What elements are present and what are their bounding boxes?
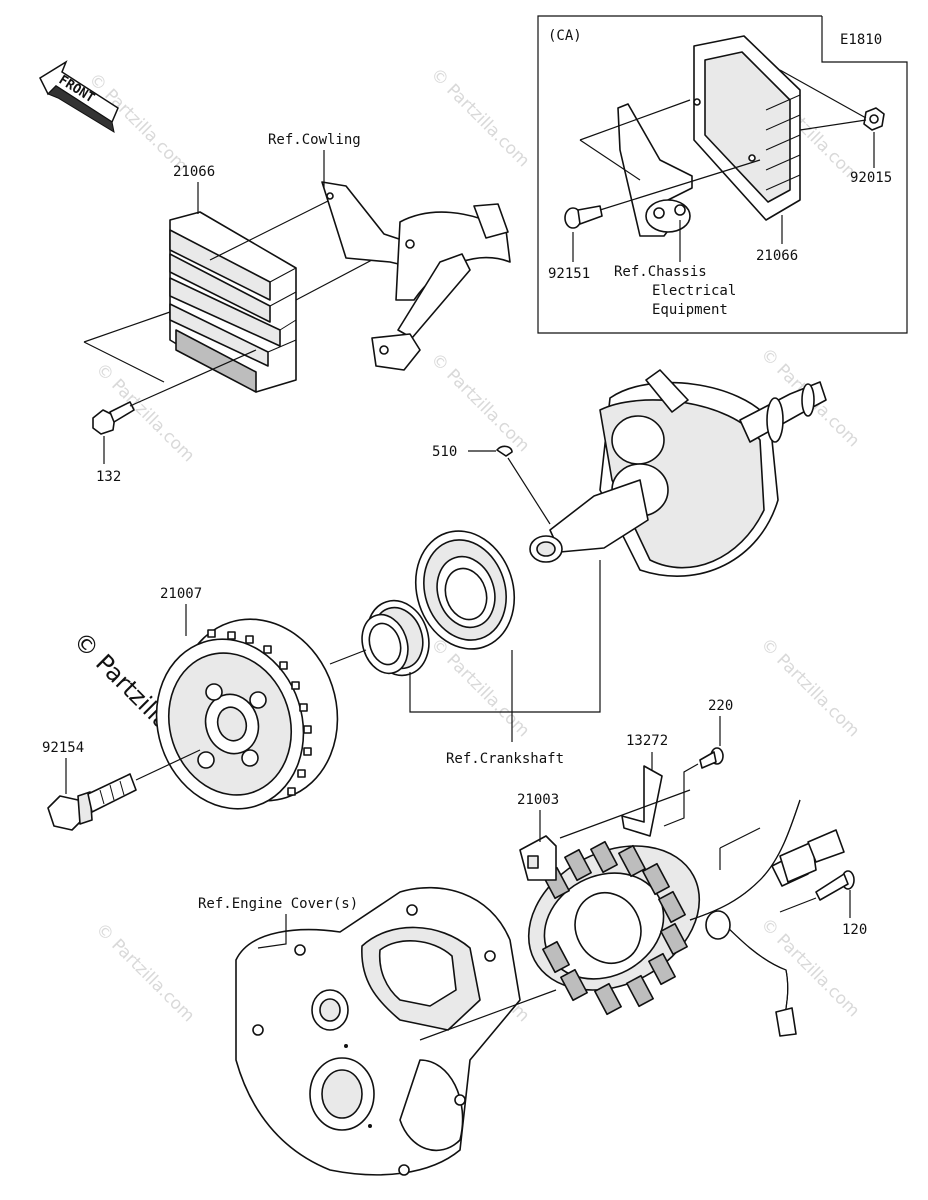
inset-bracket — [617, 103, 693, 237]
inset-label: (CA) — [548, 28, 582, 44]
callout-ref-chassis-line3: Equipment — [652, 302, 728, 318]
callout-ref-engine-cover: Ref.Engine Cover(s) — [198, 896, 358, 912]
inset-ca-box: (CA) E1810 — [537, 15, 908, 334]
engine-cover — [235, 886, 521, 1176]
wire-harness — [689, 799, 845, 1037]
flywheel-rotor-21007 — [155, 618, 339, 810]
inset-regulator — [693, 35, 801, 221]
callout-inset-92015: 92015 — [850, 170, 892, 186]
watermark: © Partzilla.com — [91, 919, 198, 1026]
cowling-bracket — [321, 181, 511, 371]
callout-ref-cowling: Ref.Cowling — [268, 132, 361, 148]
callout-13272: 13272 — [626, 733, 668, 749]
callout-92154: 92154 — [42, 740, 84, 756]
bolt-132 — [92, 401, 135, 435]
callout-220: 220 — [708, 698, 733, 714]
inset-bolt-92151 — [564, 205, 603, 229]
callout-510: 510 — [432, 444, 457, 460]
callout-ref-chassis: Ref.Chassis — [614, 264, 707, 280]
stator-21003 — [519, 835, 701, 1016]
key-510 — [496, 445, 513, 457]
screw-220 — [699, 747, 724, 769]
callout-inset-92151: 92151 — [548, 266, 590, 282]
inset-nut-92015 — [863, 107, 885, 131]
callout-120: 120 — [842, 922, 867, 938]
callout-21003: 21003 — [517, 792, 559, 808]
crankshaft — [529, 369, 827, 577]
callout-inset-21066: 21066 — [756, 248, 798, 264]
callout-21066: 21066 — [173, 164, 215, 180]
callout-ref-crankshaft: Ref.Crankshaft — [446, 751, 564, 767]
watermark: © Partzilla.com — [756, 634, 863, 741]
clamp-13272 — [621, 765, 663, 837]
callout-ref-chassis-line2: Electrical — [652, 283, 736, 299]
bearing — [414, 530, 516, 650]
diagram-code: E1810 — [840, 32, 882, 48]
starter-gear — [361, 599, 430, 677]
callout-132: 132 — [96, 469, 121, 485]
bolt-120 — [815, 870, 855, 901]
bolt-92154 — [47, 773, 137, 831]
watermark: © Partzilla.com — [426, 64, 533, 171]
callout-21007: 21007 — [160, 586, 202, 602]
watermark: © Partzilla.com — [426, 349, 533, 456]
regulator-21066 — [169, 211, 297, 393]
watermark: © Partzilla.com — [426, 634, 533, 741]
